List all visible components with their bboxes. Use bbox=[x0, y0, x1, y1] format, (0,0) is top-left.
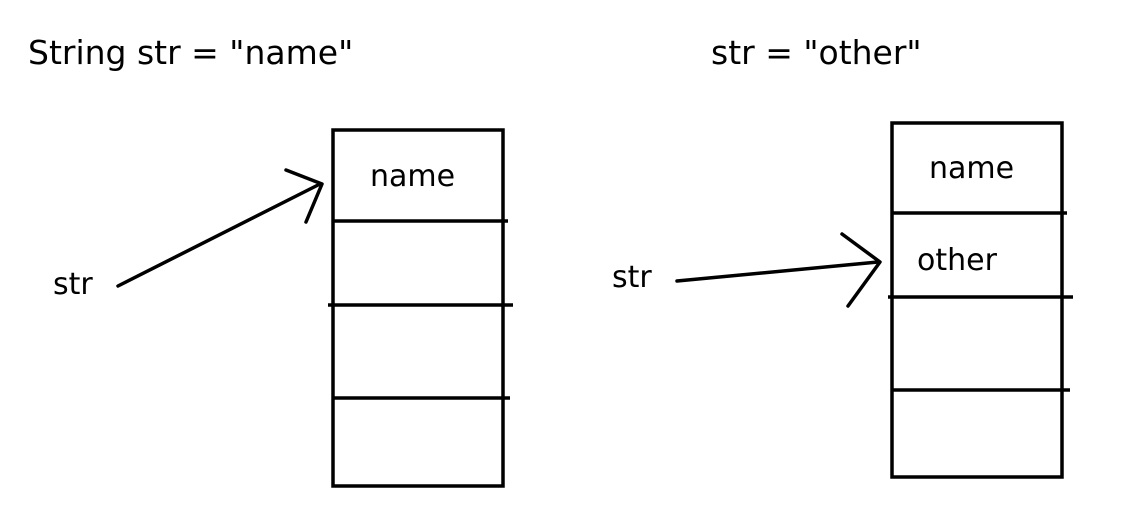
right-variable-label: str bbox=[612, 260, 652, 295]
right-arrow-head bbox=[840, 232, 882, 308]
left-pointer-arrow bbox=[116, 168, 324, 288]
right-code-title: str = "other" bbox=[711, 33, 922, 72]
right-block-outline bbox=[890, 121, 1064, 479]
left-memory-block bbox=[328, 128, 513, 488]
right-pointer-arrow bbox=[675, 232, 882, 308]
left-code-title: String str = "name" bbox=[28, 33, 354, 72]
right-cell-1-value: name bbox=[929, 151, 1015, 186]
left-cell-1-value: name bbox=[370, 159, 456, 194]
left-arrow-head bbox=[284, 168, 324, 224]
right-cell-2-value: other bbox=[917, 243, 997, 278]
right-memory-block bbox=[888, 121, 1073, 479]
left-block-outline bbox=[331, 128, 505, 488]
left-arrow-shaft bbox=[116, 182, 322, 288]
right-arrow-shaft bbox=[675, 260, 880, 283]
left-variable-label: str bbox=[53, 267, 93, 302]
